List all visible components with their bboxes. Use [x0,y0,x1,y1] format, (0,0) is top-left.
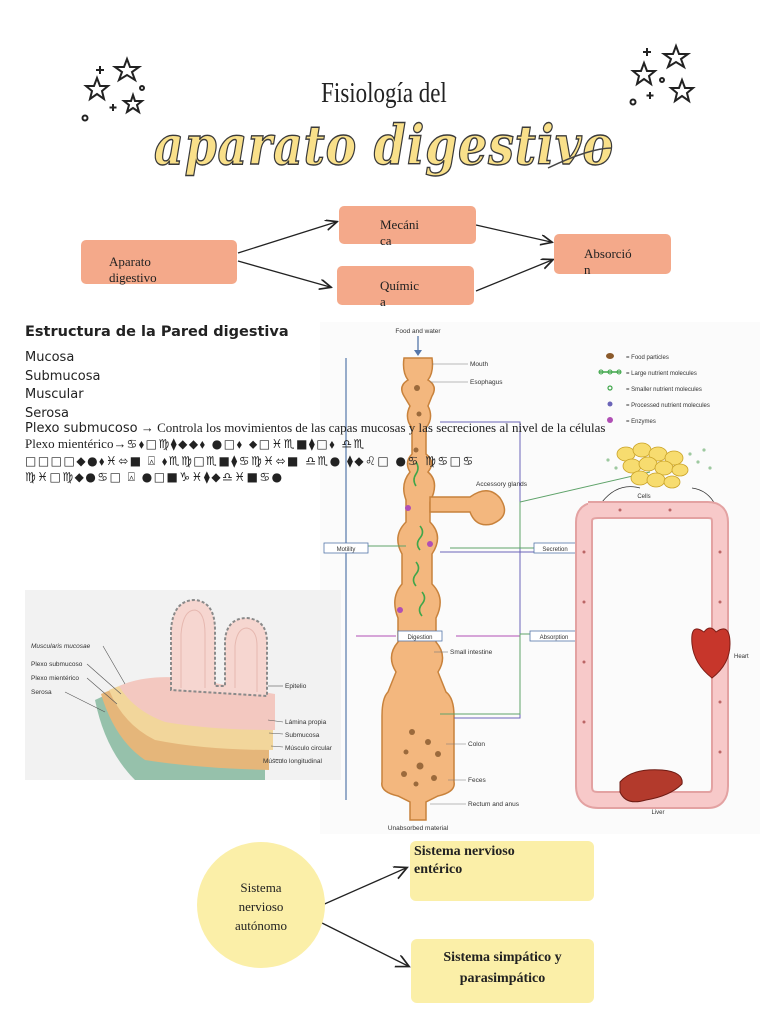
flow-box-mecanica-line2: ca [380,233,392,248]
wall-label-muscularis: Muscularis mucosae [31,643,91,650]
legend-smaller-nutrient: = Smaller nutrient molecules [626,387,702,393]
layer-list: Mucosa Submucosa Muscular Serosa [25,349,101,423]
section-heading: Estructura de la Pared digestiva [25,324,289,340]
label-unabsorbed-material: Unabsorbed material [388,825,449,832]
autonomo-line3: autónomo [235,918,287,933]
plexo-submucoso-label: Plexo submucoso [25,421,138,436]
flow-box-absorcion-line2: n [584,262,591,277]
title-line-1: Fisiología del [321,78,447,109]
flow-box-absorcion: Absorció n [554,234,671,277]
circle-sistema-nervioso-autonomo: Sistema nervioso autónomo [197,842,325,968]
flow-box-mecanica-line1: Mecáni [380,217,419,232]
organ-labels: Mouth Esophagus Accessory glands Small i… [430,361,528,808]
label-cells: Cells [637,494,650,500]
gi-tract [381,357,506,821]
arrow-right-icon: → [140,420,154,435]
wingdings-line-1: ♋⬧□♍⧫◆◆⬧ ●□⬧ ⬥□♓♏■⧫□⬧ ♎♏ [126,437,366,451]
flow-box-aparato-digestivo: Aparato digestivo [81,240,237,285]
flow-box-absorcion-line1: Absorció [584,246,632,261]
label-digestion: Digestion [407,635,432,641]
wall-label-submucosa: Submucosa [285,732,320,739]
label-heart: Heart [734,654,749,660]
label-feces: Feces [468,777,486,784]
layer-mucosa: Mucosa [25,350,75,365]
flow-box-root-line1: Aparato [109,254,151,269]
flow-box-quimica-line1: Químic [380,278,419,293]
wall-label-plexo-mienterico: Plexo mientérico [31,675,79,682]
legend-large-nutrient: = Large nutrient molecules [626,371,697,377]
flow-box-mecanica: Mecáni ca [339,206,476,248]
wall-figure: Muscularis mucosae Plexo submucoso Plexo… [25,590,341,780]
autonomo-line2: nervioso [238,899,284,914]
title-line-2-part-1: aparato digestivo [154,113,614,177]
label-liver: Liver [651,810,664,816]
box-sistema-simpatico: Sistema simpático y parasimpático [411,939,594,1003]
label-rectum-and-anus: Rectum and anus [468,801,520,808]
box-sistema-nervioso-enterico: Sistema nervioso entérico [410,841,594,901]
arrow-right-icon-2: → [113,436,127,451]
label-motility: Motility [337,547,356,553]
layer-muscular: Muscular [25,387,84,402]
circulation-loop: Heart Liver [575,501,749,816]
nervous-arrows [319,840,768,1020]
flow-box-quimica: Químic a [337,266,474,309]
label-absorption: Absorption [540,635,569,641]
wall-label-lamina-propia: Lámina propia [285,719,327,726]
header-decoration [81,43,696,122]
plexo-submucoso-text: Controla los movimientos de las capas mu… [157,420,606,435]
liver-icon [619,769,683,803]
label-small-intestine: Small intestine [450,649,493,656]
label-colon: Colon [468,741,485,748]
plexo-mienterico-label: Plexo mientérico [25,436,114,451]
wall-label-serosa: Serosa [31,689,52,696]
flow-arrows [237,195,768,292]
layer-submucosa: Submucosa [25,368,101,384]
autonomo-line1: Sistema [240,880,282,895]
digestion-figure: Food and water Mouth Esophagus Accesso [320,322,760,834]
wall-label-musculo-circular: Músculo circular [285,745,333,752]
simpatico-line1: Sistema simpático y [443,950,562,965]
label-accessory-glands: Accessory glands [476,481,528,488]
cells-cluster: Cells [601,442,717,507]
enterico-line2: entérico [414,862,463,877]
label-secretion: Secretion [542,547,567,553]
flow-box-quimica-line2: a [380,294,386,309]
wingdings-line-3: ♍♓□♍◆●♋□ ⍓ ●□■♑♓⧫◆♎♓■♋● [25,470,284,484]
wall-label-epitelio: Epitelio [285,683,307,690]
wall-label-plexo-submucoso: Plexo submucoso [31,661,83,668]
heart-icon [691,627,731,679]
star-cluster-right-icon [629,43,696,106]
label-food-and-water: Food and water [395,328,441,335]
plexo-mienterico-line: Plexo mientérico→♋⬧□♍⧫◆◆⬧ ●□⬧ ⬥□♓♏■⧫□⬧ ♎… [25,436,745,452]
enterico-line1: Sistema nervioso [414,844,515,859]
title-line-2-graphic: aparato digestivo [153,112,614,177]
legend-enzymes: = Enzymes [626,419,656,425]
wall-label-musculo-longitudinal: Músculo longitudinal [263,758,322,765]
label-mouth: Mouth [470,361,488,368]
star-cluster-left-icon [81,56,145,122]
flow-box-root-line2: digestivo [109,270,157,285]
figure-legend: = Food particles = Large nutrient molecu… [598,353,710,425]
wingdings-line-2: □□□□◆●⬧♓⬄■ ⍓ ⬧♏♍□♏■⧫♋♍♓⬄■ ♎♏● ⧫◆♌□ ●♋ ♍♋… [25,454,475,468]
legend-processed-nutrient: = Processed nutrient molecules [626,403,710,409]
legend-food-particles: = Food particles [626,355,669,361]
layer-serosa: Serosa [25,405,70,421]
label-esophagus: Esophagus [470,379,503,386]
simpatico-line2: parasimpático [459,971,546,986]
plexo-submucoso-line: Plexo submucoso → Controla los movimient… [25,420,745,437]
